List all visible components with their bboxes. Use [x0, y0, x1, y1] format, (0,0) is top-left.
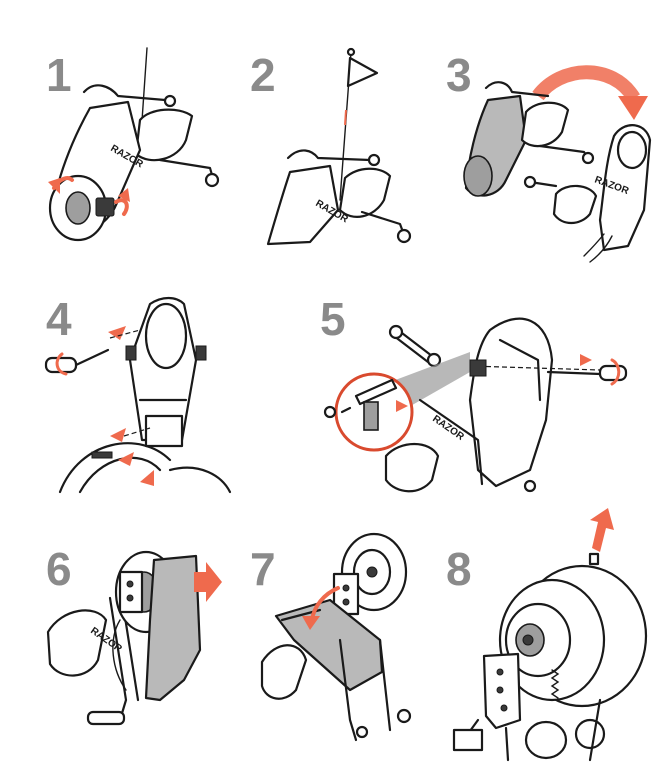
step-2-number: 2	[250, 49, 276, 101]
up-arrow-icon	[590, 508, 614, 552]
panel-part	[274, 598, 384, 692]
step-7-number: 7	[250, 543, 276, 595]
flag-icon	[346, 56, 379, 88]
step-5-number: 5	[320, 293, 346, 345]
screwdriver-icon	[44, 348, 110, 376]
wrench-icon	[388, 324, 442, 368]
step-1-number: 1	[46, 49, 72, 101]
step-8-number: 8	[446, 543, 472, 595]
step-3-number: 3	[446, 49, 472, 101]
step-6-number: 6	[46, 543, 72, 595]
step-4-number: 4	[46, 293, 72, 345]
motor-cover	[144, 554, 202, 702]
